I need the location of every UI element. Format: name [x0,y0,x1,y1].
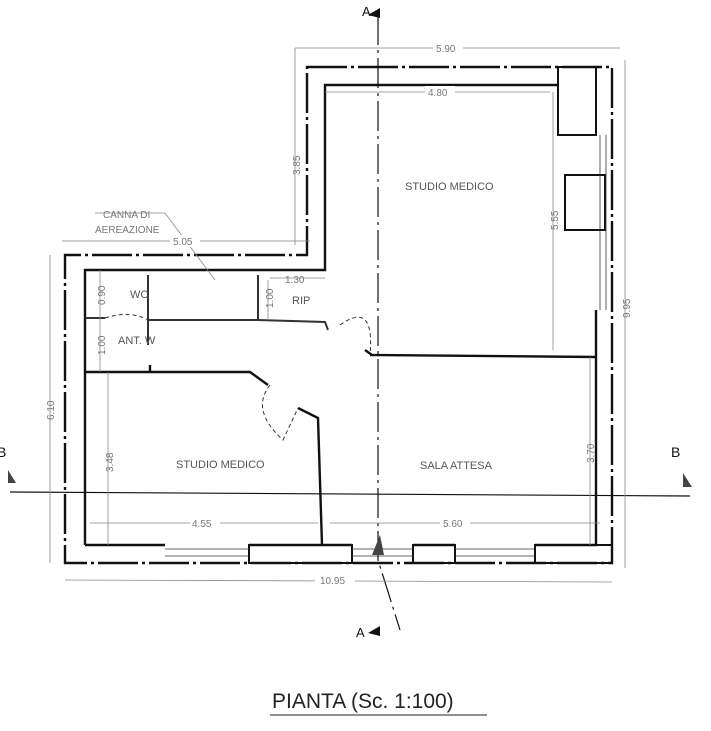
dim-wing-width: 5.05 [173,237,193,248]
outer-wall [63,65,614,565]
section-arrow [368,626,380,636]
dimension-lines [49,47,626,583]
partition-door [297,406,324,546]
dim-rip-width: 1.30 [285,275,305,286]
inner-wall-right [535,310,598,547]
dim-ant-depth: 1.00 [97,335,108,355]
annotation-leader [95,212,216,281]
dim-wing-height: 3.85 [292,155,303,175]
dim-total-height: 9.95 [622,298,633,318]
room-rip: RIP [292,295,310,307]
dim-right-room-height: 5.55 [550,210,561,230]
drawing-title: PIANTA (Sc. 1:100) [272,690,454,713]
dim-total-width: 10.95 [320,576,345,587]
section-b-right: B [671,444,680,460]
room-sala-attesa: SALA ATTESA [420,460,493,472]
dim-sala-depth: 3.70 [586,443,597,463]
section-line-a [377,15,401,631]
partition-left [85,365,269,386]
dim-wc-depth: 0.90 [97,285,108,305]
dim-left-height: 6.10 [46,400,57,420]
section-a-bottom: A [356,625,365,640]
section-arrow [372,535,384,555]
pier [564,174,606,231]
room-studio-medico-top: STUDIO MEDICO [405,181,494,193]
annotation-line2: AEREAZIONE [95,225,160,236]
door-swing [104,314,372,441]
dim-rip-depth: 1.00 [265,288,276,308]
partition-wc [85,275,329,345]
pier [248,544,353,564]
section-arrow [8,470,16,483]
annotation-line1: CANNA DI [103,210,150,221]
dim-sala-width: 5.60 [443,519,463,530]
dim-studio-width: 4.55 [192,519,212,530]
pier [557,66,597,136]
room-wc: WC [130,289,148,301]
pier [412,544,456,564]
section-line-b [9,491,691,497]
section-b-left: B [0,444,6,460]
pier [534,544,613,564]
inner-wall [83,83,558,545]
room-ant-wc: ANT. W [118,335,156,347]
section-a-top: A [362,4,371,19]
dim-studio-depth: 3.48 [105,452,116,472]
partition-studio [364,349,597,359]
dim-top-outer: 5.90 [436,44,456,55]
section-arrow [368,8,380,18]
room-studio-medico-left: STUDIO MEDICO [176,459,265,471]
section-arrow [683,473,692,487]
dim-top-inner: 4.80 [428,88,448,99]
